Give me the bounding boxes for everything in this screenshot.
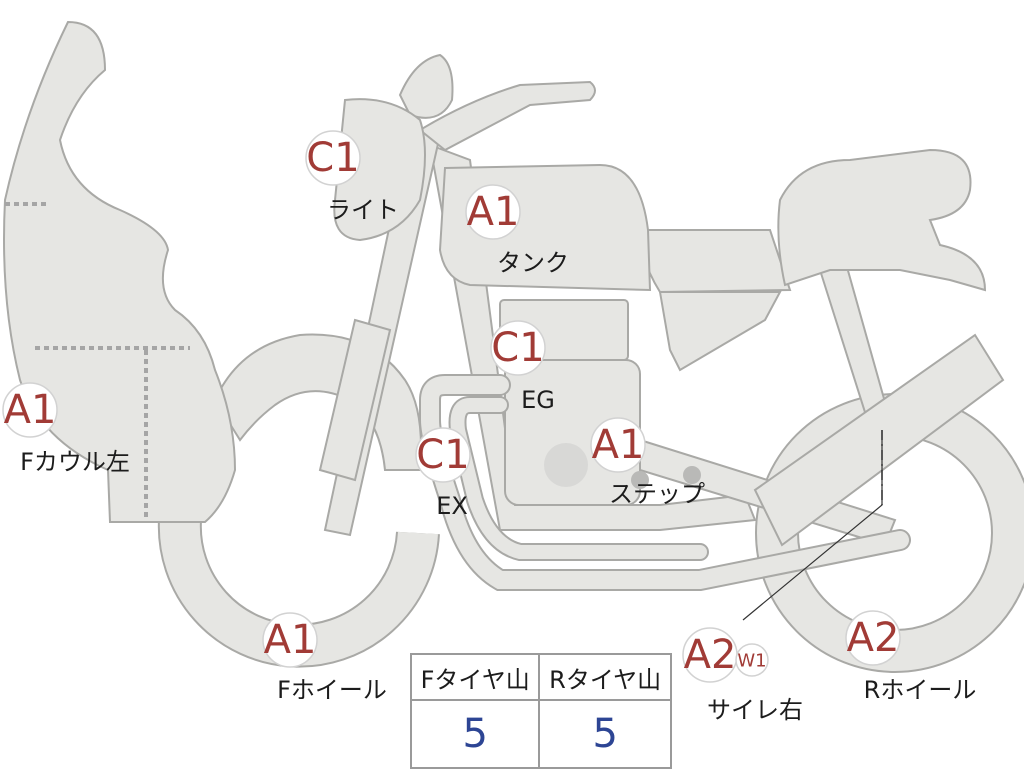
badge-silencer-right-code2: W1 [737, 651, 766, 672]
label-front-wheel: Fホイール [277, 676, 387, 704]
badge-front-cowl-left-code: A1 [4, 387, 57, 433]
label-light: ライト [327, 196, 399, 224]
badge-step-code: A1 [592, 422, 645, 468]
label-step: ステップ [609, 480, 705, 508]
front-cowl-shape [3, 20, 237, 523]
badge-silencer-right[interactable]: A2 W1 サイレ右 [682, 627, 803, 724]
label-engine: EG [521, 386, 555, 414]
rear-tire-value[interactable]: 5 [538, 699, 672, 769]
label-rear-wheel: Rホイール [864, 676, 977, 704]
badge-front-cowl-left[interactable]: A1 Fカウル左 [2, 382, 130, 476]
label-exhaust: EX [436, 492, 468, 520]
seat-front-shape [638, 229, 792, 294]
badge-exhaust[interactable]: C1 EX [415, 427, 471, 520]
badge-tank[interactable]: A1 タンク [465, 184, 569, 277]
handlebar-shape [418, 80, 596, 152]
side-cover-shape [658, 291, 782, 372]
badge-exhaust-code: C1 [416, 432, 469, 478]
badge-engine[interactable]: C1 EG [490, 320, 555, 414]
tire-tread-table: Fタイヤ山 Rタイヤ山 5 5 [409, 653, 672, 769]
front-tire-value[interactable]: 5 [409, 699, 541, 769]
badge-rear-wheel[interactable]: A2 Rホイール [845, 610, 977, 704]
badge-silencer-right-code: A2 [684, 632, 737, 678]
badge-front-wheel[interactable]: A1 Fホイール [262, 612, 387, 704]
label-silencer-right: サイレ右 [707, 696, 803, 724]
label-tank: タンク [497, 249, 569, 277]
fork-cover-shape [318, 318, 392, 482]
headlight-shape [333, 98, 426, 242]
badge-engine-code: C1 [491, 325, 544, 371]
silencer-shape [753, 333, 1005, 547]
seat-shape [777, 148, 987, 292]
label-front-cowl-left: Fカウル左 [20, 448, 130, 476]
mirror-shape [398, 53, 454, 119]
badge-light[interactable]: C1 ライト [305, 130, 399, 224]
badge-step[interactable]: A1 ステップ [590, 417, 705, 508]
badge-tank-code: A1 [467, 189, 520, 235]
step-peg-2 [683, 466, 701, 484]
badge-rear-wheel-code: A2 [847, 615, 900, 661]
badge-light-code: C1 [306, 135, 359, 181]
step-peg-1 [631, 471, 649, 489]
front-tire-header: Fタイヤ山 [409, 653, 541, 701]
rear-tire-header: Rタイヤ山 [538, 653, 672, 701]
badge-front-wheel-code: A1 [264, 617, 317, 663]
engine-cover-shape [544, 443, 588, 487]
